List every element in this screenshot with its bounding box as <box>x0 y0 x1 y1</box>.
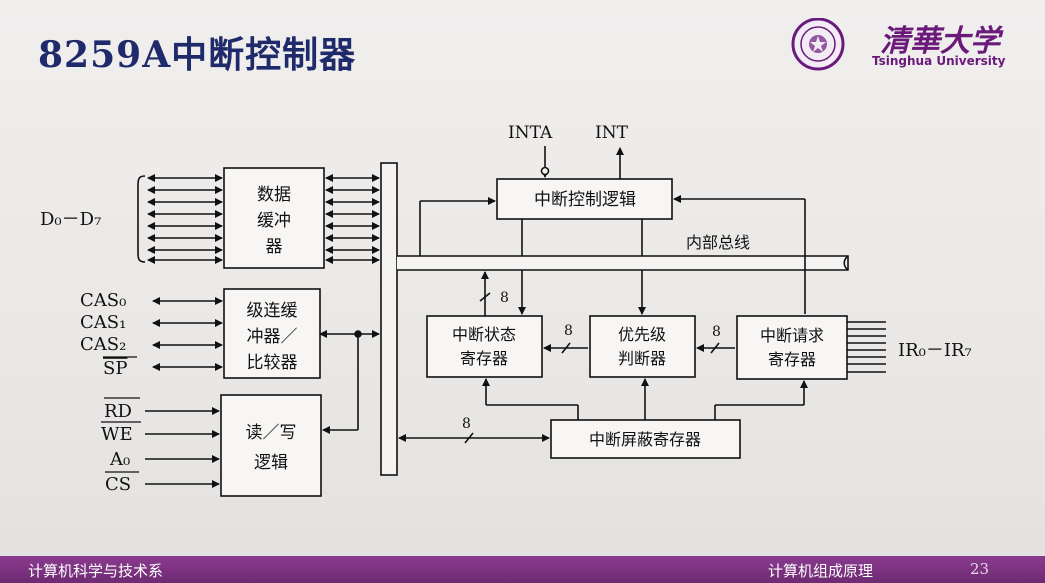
rw-label-2: 逻辑 <box>254 453 288 473</box>
priority-box <box>589 315 696 378</box>
rw-labels: 读／写 逻辑 <box>246 423 297 473</box>
mask-box <box>550 419 741 459</box>
tsinghua-logo <box>791 18 845 71</box>
priority-label-2: 判断器 <box>618 349 666 368</box>
vertical-bus <box>380 162 398 476</box>
data-buffer-box <box>223 167 325 269</box>
internal-bus-label: 内部总线 <box>686 233 750 252</box>
cascade-labels: 级连缓 冲器／ 比较器 <box>247 301 298 373</box>
int-control-logic-label: 中断控制逻辑 <box>534 190 636 210</box>
rw-logic-box <box>220 394 322 497</box>
pin-we: WE <box>101 424 133 445</box>
cascade-label-3: 比较器 <box>247 353 298 373</box>
footer-course: 计算机组成原理 <box>768 562 874 580</box>
pin-inta: INTA <box>508 123 553 143</box>
8259a-block-diagram: 数据 缓冲 器 级连缓 冲器／ 比较器 读／写 逻辑 中断控制逻辑 内部总线 中… <box>40 123 972 497</box>
pin-cs: CS <box>105 474 131 495</box>
pin-ir: IR₀－IR₇ <box>898 340 972 361</box>
cascade-label-1: 级连缓 <box>247 301 298 321</box>
data-buffer-label-2: 缓冲 <box>257 211 291 231</box>
bus-width-label: 8 <box>564 323 573 339</box>
footer-bar: 计算机科学与技术系 计算机组成原理 23 <box>0 556 1045 583</box>
university-name-cn: 清華大学 <box>880 24 1000 59</box>
rw-label-1: 读／写 <box>246 423 297 443</box>
footer-dept: 计算机科学与技术系 <box>28 562 164 580</box>
request-label-2: 寄存器 <box>768 350 816 369</box>
bus-width-label: 8 <box>712 324 721 340</box>
data-buffer-labels: 数据 缓冲 器 <box>257 185 291 257</box>
in-service-label-1: 中断状态 <box>452 325 516 344</box>
pin-sp: SP <box>103 358 127 379</box>
data-buffer-label-3: 器 <box>266 237 283 257</box>
pin-data: D₀－D₇ <box>40 209 101 230</box>
pin-rd: RD <box>104 401 132 422</box>
request-label-1: 中断请求 <box>760 326 824 345</box>
bus-width-label: 8 <box>500 290 509 306</box>
in-service-label-2: 寄存器 <box>460 349 508 368</box>
pin-cas1: CAS₁ <box>80 312 126 333</box>
data-lines-right <box>325 174 380 264</box>
pin-cas2: CAS₂ <box>80 334 126 355</box>
internal-bus <box>397 255 849 271</box>
int-control-logic-box <box>496 178 673 220</box>
request-box <box>736 315 848 380</box>
slide-title: 8259A中断控制器 <box>38 34 357 76</box>
data-lines-left <box>147 174 223 264</box>
page-number: 23 <box>970 560 990 578</box>
ir-lines <box>847 321 886 373</box>
pin-a0: A₀ <box>109 449 130 470</box>
university-name-en: Tsinghua University <box>872 54 1006 68</box>
cascade-label-2: 冲器／ <box>247 327 298 347</box>
data-pin-bracket <box>137 175 146 263</box>
pin-cas0: CAS₀ <box>80 290 126 311</box>
data-buffer-label-1: 数据 <box>257 185 291 205</box>
mask-label: 中断屏蔽寄存器 <box>589 430 701 449</box>
bus-width-label: 8 <box>462 416 471 432</box>
priority-label-1: 优先级 <box>618 325 666 344</box>
pin-int: INT <box>595 123 629 143</box>
